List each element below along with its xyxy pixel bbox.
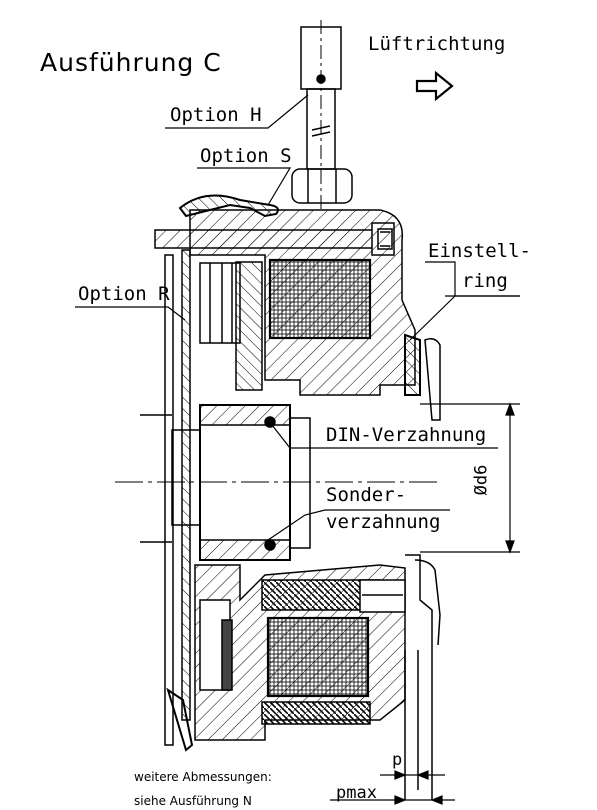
hollow-right-arrow-icon xyxy=(415,70,454,102)
lueftrichtung-label: Lüftrichtung xyxy=(368,33,506,55)
option-s-label: Option S xyxy=(200,145,292,167)
dimension-pmax-label: pmax xyxy=(336,783,377,803)
einstellring-label-line2: ring xyxy=(462,270,508,292)
housing-lower xyxy=(194,564,406,741)
dimension-d6 xyxy=(420,402,520,554)
einstellring-label-line1: Einstell- xyxy=(428,240,531,262)
sonderverzahnung-label-line1: Sonder- xyxy=(326,484,407,506)
din-verzahnung-label: DIN-Verzahnung xyxy=(326,424,487,446)
further-dimensions-note: weitere Abmessungen: xyxy=(134,770,272,784)
friction-plate xyxy=(164,249,194,752)
option-h-handle xyxy=(291,20,353,210)
drawing-title: Ausführung C xyxy=(40,48,222,77)
sonderverzahnung-label-line2: verzahnung xyxy=(326,511,441,533)
dimension-p-label: p xyxy=(392,750,403,770)
housing-upper xyxy=(189,209,416,396)
dimension-p xyxy=(330,770,455,805)
leader-lines xyxy=(75,94,520,541)
outer-contour xyxy=(404,554,441,800)
einstellring xyxy=(404,333,441,421)
option-h-label: Option H xyxy=(170,104,262,126)
see-version-note: siehe Ausführung N xyxy=(134,794,252,808)
option-r-label: Option R xyxy=(78,283,170,305)
diameter-d6-label: Ød6 xyxy=(471,464,492,496)
